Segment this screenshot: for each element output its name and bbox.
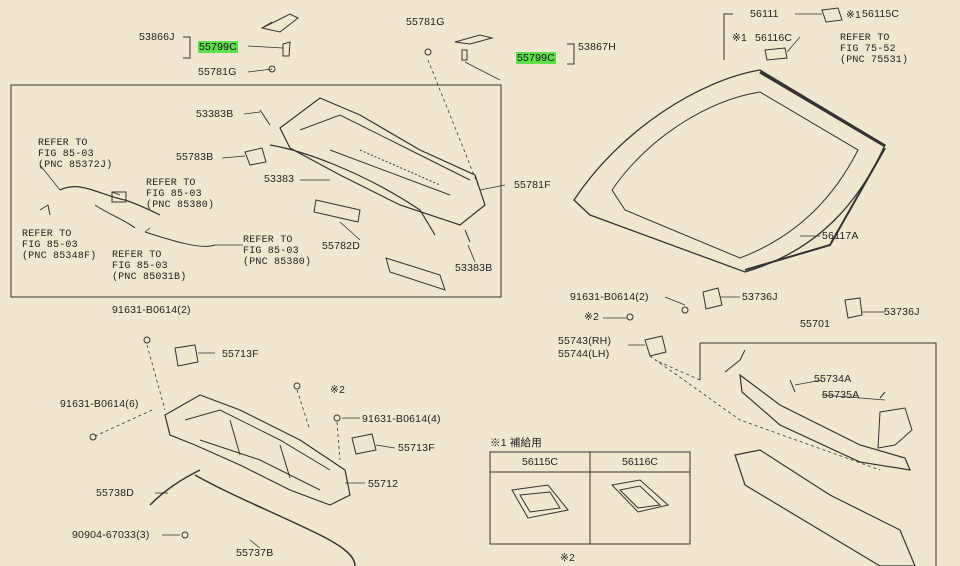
part-label-53383: 53383 xyxy=(264,173,295,185)
supply-col-56115C: 56115C xyxy=(521,456,558,468)
refer-note-85380-b: REFER TO FIG 85-03 (PNC 85380) xyxy=(243,235,312,268)
note-mark-1-b: ※1 xyxy=(732,32,748,44)
supply-table xyxy=(489,451,691,545)
refer-note-85380: REFER TO FIG 85-03 (PNC 85380) xyxy=(146,178,215,211)
part-label-91631-B0614-4: 91631-B0614(4) xyxy=(362,413,441,425)
supply-col-56116C: 56116C xyxy=(621,456,658,468)
part-label-55781G: 55781G xyxy=(198,66,237,78)
part-label-55781F: 55781F xyxy=(514,179,551,191)
part-label-53866J: 53866J xyxy=(139,31,175,43)
part-label-53867H: 53867H xyxy=(578,41,616,53)
part-label-55712: 55712 xyxy=(368,478,399,490)
cowl-panel xyxy=(279,97,486,226)
part-label-90904-67033: 90904-67033(3) xyxy=(72,529,150,541)
part-label-55738D: 55738D xyxy=(96,487,134,499)
part-label-55737B: 55737B xyxy=(236,547,274,559)
refer-note-85031B: REFER TO FIG 85-03 (PNC 85031B) xyxy=(112,250,187,283)
part-label-53383B: 53383B xyxy=(196,108,234,120)
part-label-55799C-highlighted-right: 55799C xyxy=(516,52,556,64)
cowl-brace xyxy=(724,349,916,566)
part-label-56111: 56111 xyxy=(750,8,779,20)
part-label-91631-B0614-2: 91631-B0614(2) xyxy=(570,291,649,303)
part-label-53736J-right: 53736J xyxy=(884,306,920,318)
part-label-55713F: 55713F xyxy=(222,348,259,360)
note-mark-2: ※2 xyxy=(584,311,600,323)
part-label-55783B: 55783B xyxy=(176,151,214,163)
part-label-53736J: 53736J xyxy=(742,291,778,303)
part-label-55734A: 55734A xyxy=(814,373,852,385)
refer-note-fig-75-52: REFER TO FIG 75-52 (PNC 75531) xyxy=(840,33,909,66)
part-label-55799C-highlighted: 55799C xyxy=(198,41,238,53)
lower-cowl xyxy=(164,394,351,506)
part-label-91631-B0614-6: 91631-B0614(6) xyxy=(60,398,139,410)
cover-part xyxy=(385,257,446,291)
supply-table-title: ※1 補給用 xyxy=(490,437,542,449)
refer-note-85372J: REFER TO FIG 85-03 (PNC 85372J) xyxy=(38,138,113,171)
note-mark-2-c: ※2 xyxy=(560,552,576,564)
part-label-55744-lh: 55744(LH) xyxy=(558,348,610,360)
note-mark-1: ※1 xyxy=(846,9,862,21)
part-label-91631-B0614-2-lower: 91631-B0614(2) xyxy=(112,304,191,316)
part-label-56115C: 56115C xyxy=(862,8,900,20)
part-label-55782D: 55782D xyxy=(322,240,360,252)
cowl-assembly-frame xyxy=(10,84,502,298)
part-label-55701: 55701 xyxy=(800,318,831,330)
part-label-55713F-right: 55713F xyxy=(398,442,435,454)
windshield-glass xyxy=(573,69,886,273)
seal-55782D xyxy=(313,199,361,223)
part-label-56116C: 56116C xyxy=(755,32,793,44)
part-label-56117A: 56117A xyxy=(822,230,859,242)
seal-53383 xyxy=(269,144,436,236)
part-label-55735A: 55735A xyxy=(822,389,860,401)
part-label-53383B-lower: 53383B xyxy=(455,262,493,274)
part-label-55781G-right: 55781G xyxy=(406,16,445,28)
part-label-55743-rh: 55743(RH) xyxy=(558,335,612,347)
note-mark-2-b: ※2 xyxy=(330,384,346,396)
refer-note-85348F: REFER TO FIG 85-03 (PNC 85348F) xyxy=(22,229,97,262)
